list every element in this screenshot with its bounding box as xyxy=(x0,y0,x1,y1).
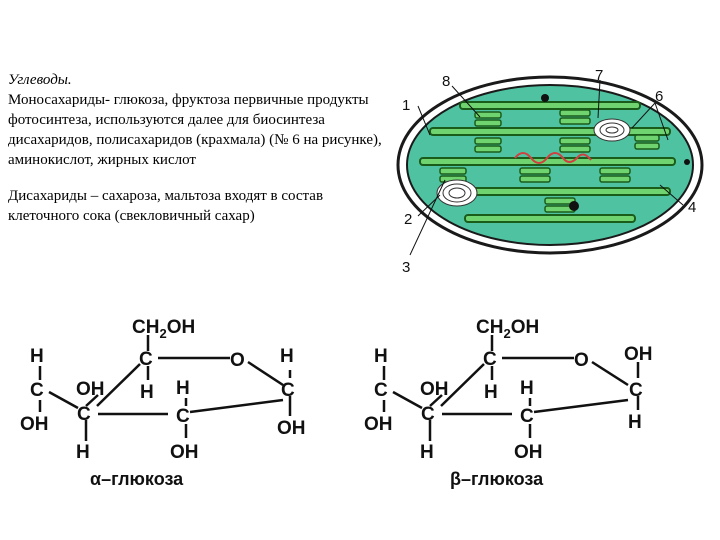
chloroplast-outer-membrane xyxy=(396,75,704,255)
beta-c3: C xyxy=(421,404,435,425)
beta-h-c2: H xyxy=(520,378,534,399)
starch-grains xyxy=(436,118,631,207)
label-lines xyxy=(409,79,684,256)
alpha-c2: C xyxy=(176,406,190,427)
label-7: 7 xyxy=(595,67,603,84)
alpha-c5: C xyxy=(139,349,153,370)
paragraph-disaccharides: Дисахариды – сахароза, мальтоза входят в… xyxy=(8,188,324,224)
beta-c2: C xyxy=(520,406,534,427)
beta-glucose-caption: β–глюкоза xyxy=(450,469,544,489)
alpha-c4: C xyxy=(30,380,44,401)
alpha-h-c3: H xyxy=(76,442,90,463)
beta-glucose-structure: CH2OH C O OH C H H H C OH OH C H H C OH … xyxy=(364,317,653,489)
alpha-h-top-left: H xyxy=(30,346,44,367)
alpha-ch2oh-text: CH2OH xyxy=(132,317,195,341)
beta-h-top-left: H xyxy=(374,346,388,367)
alpha-ring-oxygen: O xyxy=(230,350,245,371)
alpha-c4-oh-lower: OH xyxy=(20,414,49,435)
section-title: Углеводы. xyxy=(8,72,72,88)
alpha-c2-oh: OH xyxy=(170,442,199,463)
alpha-bonds xyxy=(38,335,292,441)
beta-h-c1: H xyxy=(628,412,642,433)
chloroplast-diagram: 1 2 3 4 6 7 8 xyxy=(396,67,704,276)
alpha-c1-oh: OH xyxy=(277,418,306,439)
label-2: 2 xyxy=(404,211,412,228)
label-6: 6 xyxy=(655,88,663,105)
label-4: 4 xyxy=(688,199,696,216)
label-1: 1 xyxy=(402,97,410,114)
ribosome-dot xyxy=(541,94,549,102)
beta-c5: C xyxy=(483,349,497,370)
beta-c4: C xyxy=(374,380,388,401)
beta-c1: C xyxy=(629,380,643,401)
alpha-c3: C xyxy=(77,404,91,425)
beta-c1-oh: OH xyxy=(624,344,653,365)
beta-ring-oxygen: O xyxy=(574,350,589,371)
alpha-h-c2: H xyxy=(176,378,190,399)
chloroplast-dna xyxy=(514,152,592,164)
alpha-h-top-right: H xyxy=(280,346,294,367)
label-8: 8 xyxy=(442,73,450,90)
description-text: Углеводы. Моносахариды- глюкоза, фруктоз… xyxy=(8,70,388,226)
beta-h-c3: H xyxy=(420,442,434,463)
alpha-h-c5: H xyxy=(140,382,154,403)
beta-c2-oh: OH xyxy=(514,442,543,463)
beta-ch2oh-text: CH2OH xyxy=(476,317,539,341)
label-3: 3 xyxy=(402,259,410,276)
ribosome-dot xyxy=(684,159,690,165)
alpha-c1: C xyxy=(281,380,295,401)
beta-c4-oh-lower: OH xyxy=(364,414,393,435)
alpha-c4-oh: OH xyxy=(76,379,105,400)
alpha-glucose-structure: CH2OH C O H C OH H H C OH OH C H H C OH … xyxy=(20,317,306,489)
ribosome-dot xyxy=(569,201,579,211)
beta-c4-oh: OH xyxy=(420,379,449,400)
alpha-glucose-caption: α–глюкоза xyxy=(90,469,184,489)
beta-bonds xyxy=(382,335,640,441)
beta-h-c5: H xyxy=(484,382,498,403)
paragraph-monosaccharides: Моносахариды- глюкоза, фруктоза первичны… xyxy=(8,92,382,168)
